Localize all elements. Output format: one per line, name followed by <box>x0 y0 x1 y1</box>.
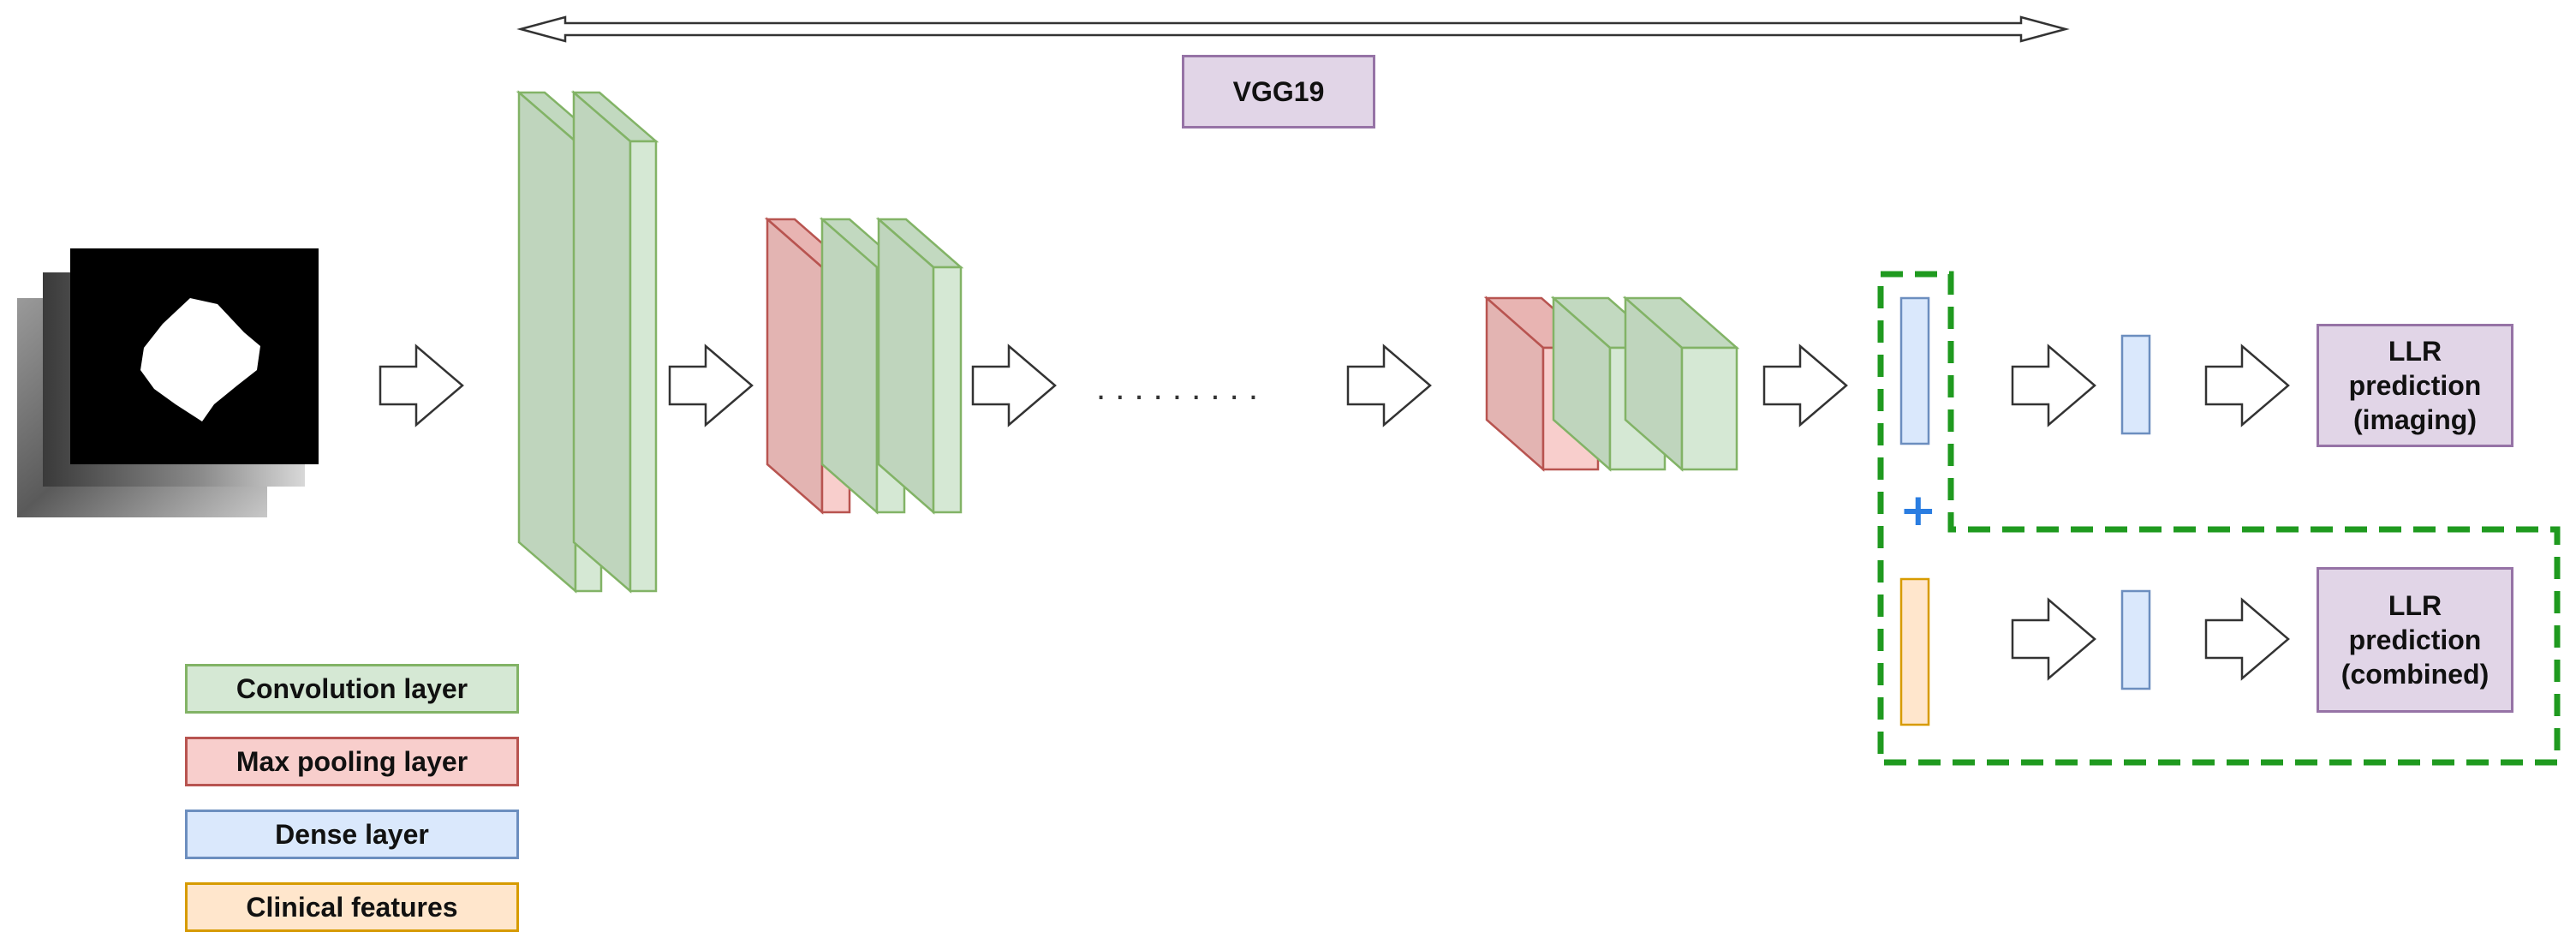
conv-layer-2b <box>875 217 964 515</box>
dense-layer-combined <box>2120 589 2151 690</box>
llr-imaging-line3: (imaging) <box>2353 404 2477 435</box>
conv-block-final <box>1483 296 1740 472</box>
conv-block-2 <box>764 217 964 515</box>
ellipsis-dots: . . . . . . . . . <box>1096 369 1258 407</box>
conv-block-1 <box>516 90 659 594</box>
dense-layer-features <box>1899 296 1930 445</box>
legend-convolution-layer: Convolution layer <box>185 664 519 714</box>
llr-combined-line2: prediction <box>2348 624 2482 655</box>
conv-layer-final-b <box>1622 296 1740 472</box>
vgg19-label: VGG19 <box>1182 55 1375 128</box>
arrow-9 <box>2204 597 2290 681</box>
combined-features-dashed-outline <box>1877 271 2561 766</box>
llr-prediction-imaging: LLR prediction (imaging) <box>2317 324 2513 447</box>
llr-combined-line1: LLR <box>2388 590 2442 621</box>
legend-max-pooling-layer: Max pooling layer <box>185 737 519 786</box>
arrow-5 <box>1762 344 1848 427</box>
arrow-4 <box>1346 344 1432 427</box>
arrow-1 <box>379 344 464 427</box>
legend-clinical-features: Clinical features <box>185 882 519 932</box>
arrow-2 <box>668 344 754 427</box>
llr-imaging-line1: LLR <box>2388 336 2442 367</box>
flow-arrows <box>379 344 2290 681</box>
dense-layer-imaging <box>2120 334 2151 435</box>
llr-prediction-combined: LLR prediction (combined) <box>2317 567 2513 713</box>
arrow-6 <box>2011 344 2096 427</box>
conv-layer-1b <box>570 90 659 594</box>
vgg19-span-arrow <box>516 15 2070 43</box>
arrow-3 <box>971 344 1057 427</box>
clinical-features-vector <box>1899 577 1930 726</box>
arrow-8 <box>2011 597 2096 681</box>
arrow-7 <box>2204 344 2290 427</box>
plus-icon: + <box>1899 485 1937 536</box>
llr-combined-line3: (combined) <box>2340 659 2490 690</box>
llr-imaging-line2: prediction <box>2348 370 2482 401</box>
legend-dense-layer: Dense layer <box>185 810 519 859</box>
input-ct-image-stack <box>17 248 319 517</box>
